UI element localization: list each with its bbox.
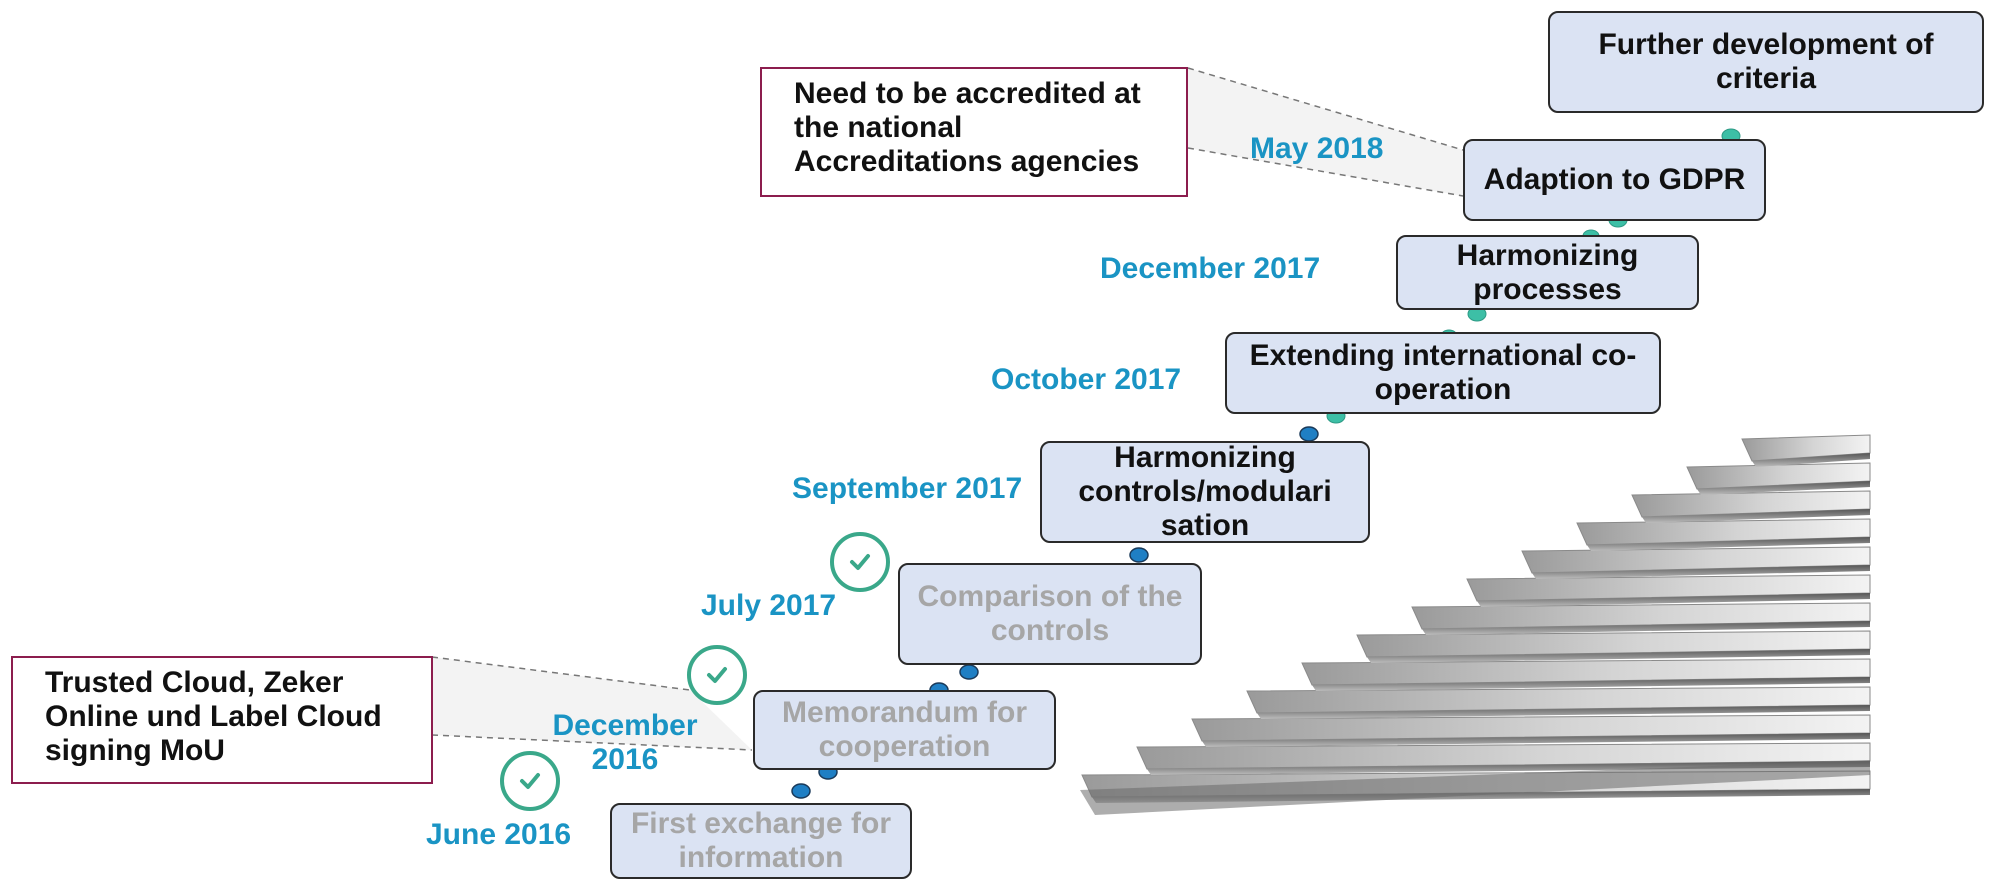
step-harmonizing-processes: Harmonizing processes: [1396, 235, 1699, 310]
connector-dot: [791, 783, 811, 799]
note-trusted-cloud-mou: Trusted Cloud, Zeker Online und Label Cl…: [11, 656, 433, 784]
step-label: Adaption to GDPR: [1483, 163, 1746, 196]
step-harmonizing-controls: Harmonizing controls/modulari sation: [1040, 441, 1370, 543]
date-december-2016: December 2016: [552, 709, 698, 776]
stair-riser: [1587, 537, 1870, 551]
step-label: Memorandum for cooperation: [781, 696, 1027, 763]
note-text: Need to be accredited at the national Ac…: [794, 77, 1141, 178]
stair-riser: [1422, 621, 1870, 635]
stair-riser: [1147, 761, 1870, 775]
step-label: Further development of criteria: [1598, 28, 1934, 95]
step-further-development: Further development of criteria: [1548, 11, 1984, 113]
stair-riser: [1202, 733, 1870, 747]
step-label: Harmonizing processes: [1456, 238, 1639, 306]
connector-dot: [1129, 547, 1149, 563]
stair-riser: [1257, 705, 1870, 719]
step-memorandum: Memorandum for cooperation: [753, 690, 1056, 770]
date-october-2017: October 2017: [991, 363, 1182, 396]
connector-dot: [959, 664, 979, 680]
step-extending-cooperation: Extending international co-operation: [1225, 332, 1661, 414]
date-june-2016: June 2016: [426, 818, 572, 851]
check-circle-icon: [500, 751, 560, 811]
step-first-exchange: First exchange for information: [610, 803, 912, 879]
stair-riser: [1477, 593, 1870, 607]
stair-riser: [1697, 481, 1870, 495]
connector-dot: [1299, 426, 1319, 442]
date-december-2017: December 2017: [1100, 252, 1321, 285]
stair-shadow: [1080, 760, 1870, 815]
stair-riser: [1312, 677, 1870, 691]
date-july-2017: July 2017: [701, 589, 837, 622]
stair-riser: [1642, 509, 1870, 523]
step-label: Comparison of the controls: [917, 580, 1183, 647]
stair-riser: [1532, 565, 1870, 579]
step-comparison: Comparison of the controls: [898, 563, 1202, 665]
check-circle-icon: [830, 532, 890, 592]
note-text: Trusted Cloud, Zeker Online und Label Cl…: [45, 666, 382, 767]
note-accreditation: Need to be accredited at the national Ac…: [760, 67, 1188, 197]
stair-riser: [1367, 649, 1870, 663]
check-circle-icon: [687, 645, 747, 705]
step-label: Harmonizing controls/modulari sation: [1078, 441, 1332, 542]
step-label: First exchange for information: [630, 807, 892, 874]
date-may-2018: May 2018: [1250, 132, 1384, 165]
stair-riser: [1752, 453, 1870, 467]
step-adaption-gdpr: Adaption to GDPR: [1463, 139, 1766, 221]
date-september-2017: September 2017: [792, 472, 1023, 505]
step-label: Extending international co-operation: [1249, 339, 1637, 406]
